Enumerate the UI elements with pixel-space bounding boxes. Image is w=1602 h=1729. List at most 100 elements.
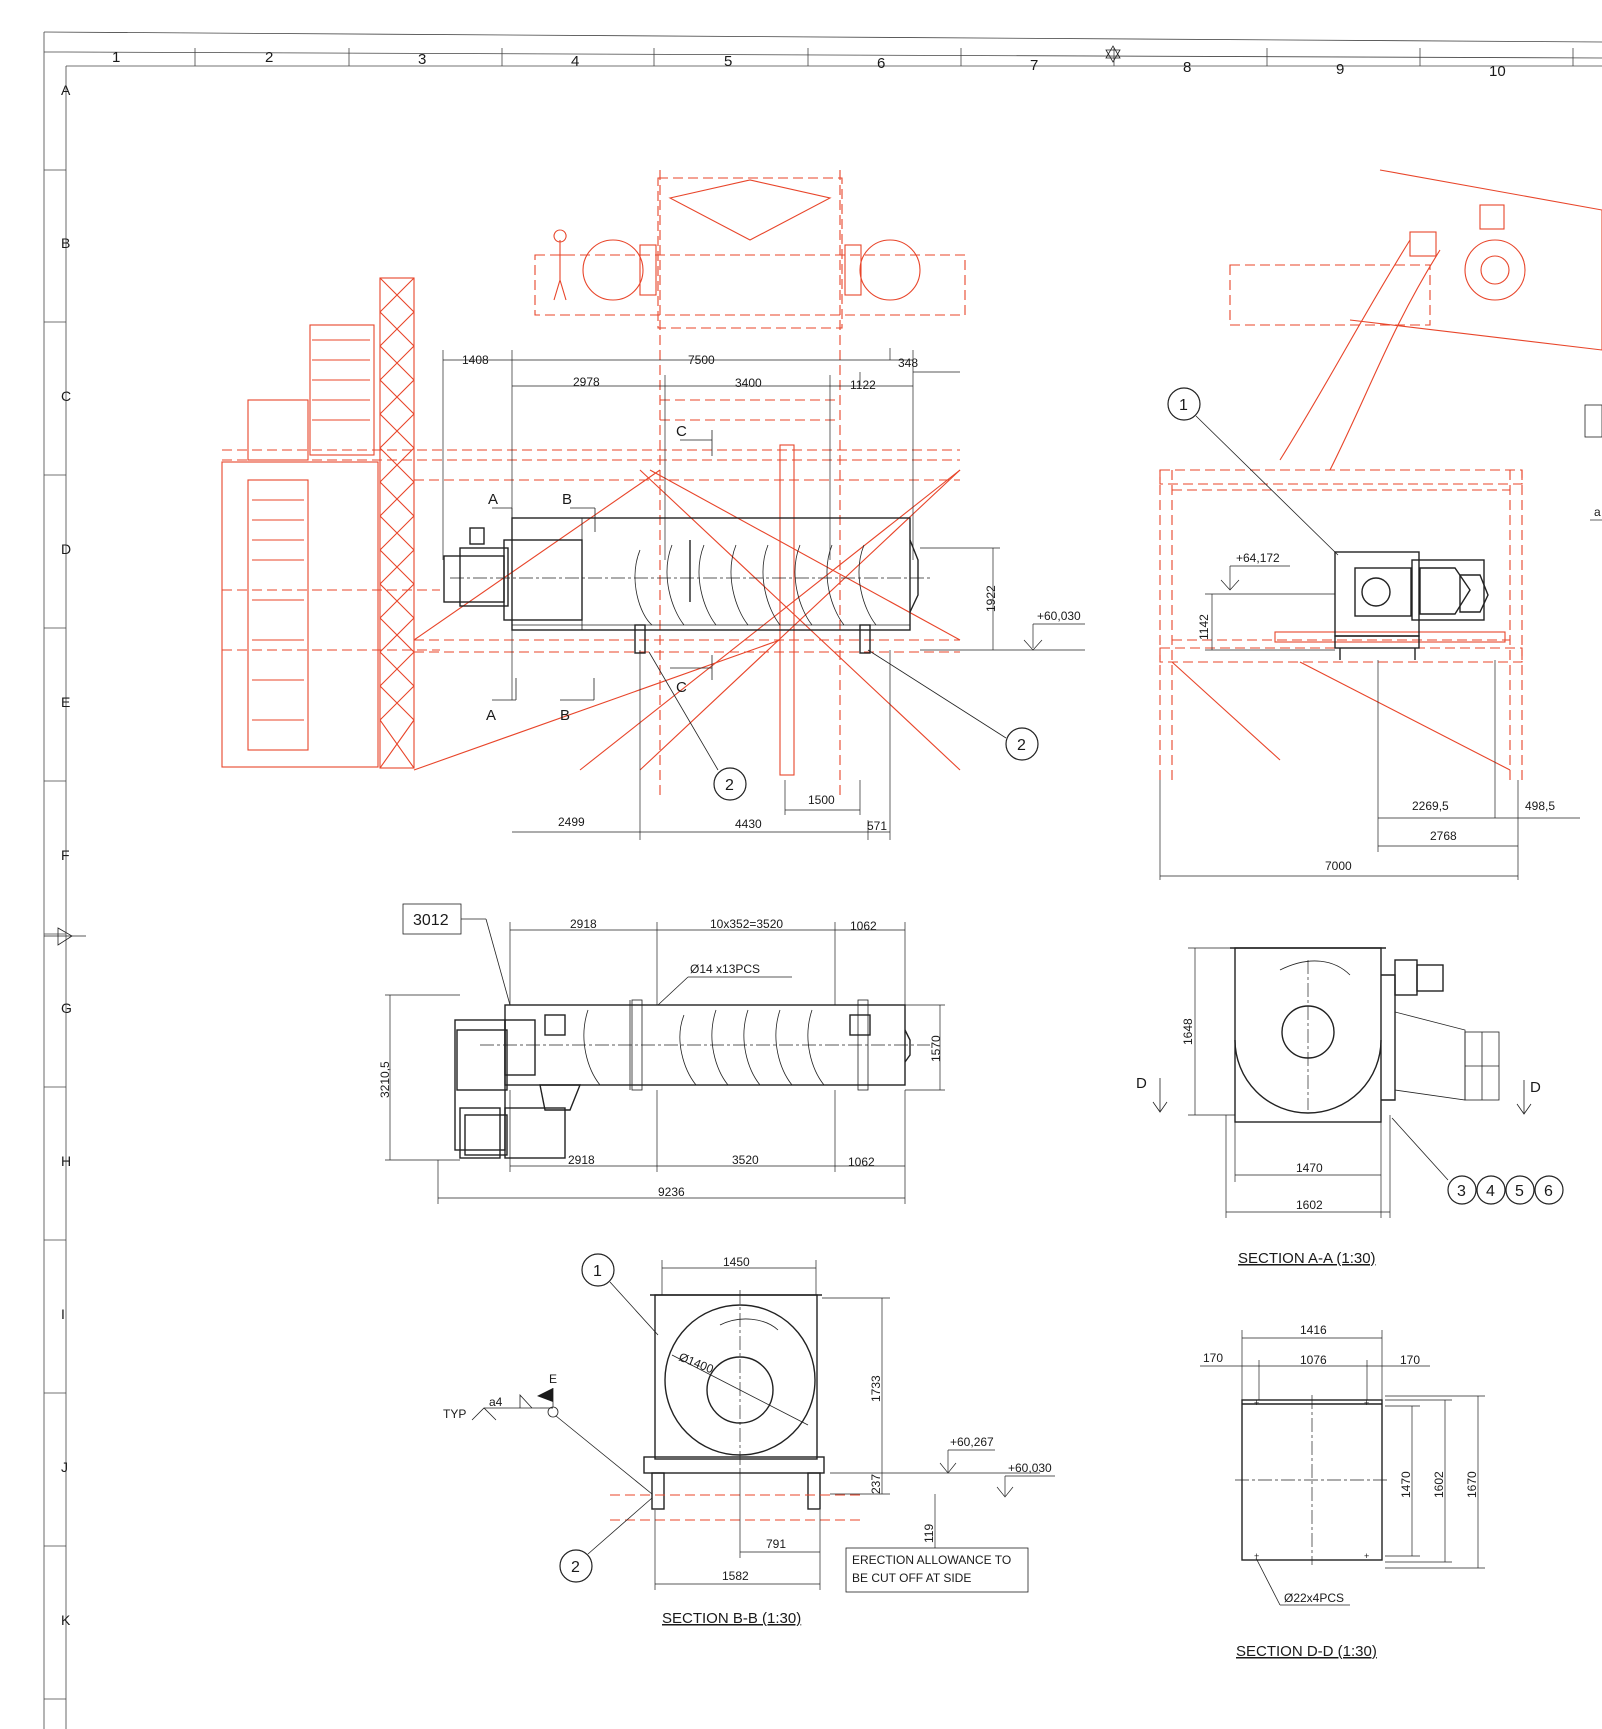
balloon-2-top-right: 2 <box>1017 737 1026 754</box>
tag-3012: 3012 <box>413 912 449 929</box>
dim-2269-5: 2269,5 <box>1412 799 1449 813</box>
dim-7000: 7000 <box>1325 859 1352 873</box>
balloon-5: 5 <box>1515 1183 1524 1200</box>
plan-view-annotations: 3012 2918 10x352=3520 1062 Ø14 x13PCS 32… <box>378 903 945 1204</box>
dim-1733: 1733 <box>869 1375 883 1402</box>
top-view-balloons: 2 2 <box>648 649 1039 801</box>
dim-1500: 1500 <box>808 793 835 807</box>
dim-2918-top: 2918 <box>570 917 597 931</box>
column-label: 1 <box>112 49 120 66</box>
top-view-dimensions <box>442 348 1085 840</box>
section-a-a-annotations: 1648 D D 1470 1602 3 4 5 6 SECTION A-A (… <box>1136 947 1564 1267</box>
dim-3210-5: 3210,5 <box>378 1061 392 1098</box>
column-label: 8 <box>1183 59 1191 76</box>
top-view-conveyor <box>443 517 930 654</box>
dim-7500: 7500 <box>688 353 715 367</box>
row-label: A <box>61 82 71 98</box>
dim-pitch: 10x352=3520 <box>710 917 783 931</box>
section-d-d-annotations: 1416 170 1076 170 1470 1602 1670 Ø22x4PC… <box>1200 1323 1485 1660</box>
column-labels: 1 2 3 4 5 6 7 8 9 10 <box>112 49 1506 80</box>
row-label: J <box>61 1459 68 1475</box>
sheet-frame <box>43 31 1602 1729</box>
section-mark-c-top: C <box>676 423 687 440</box>
dim-791: 791 <box>766 1537 786 1551</box>
plan-view-conveyor <box>454 999 930 1159</box>
dim-1582: 1582 <box>722 1569 749 1583</box>
balloon-2-top-left: 2 <box>725 777 734 794</box>
bolt-hole-mark: + <box>1364 1551 1369 1561</box>
row-label: K <box>61 1612 71 1628</box>
balloon-2-bb: 2 <box>571 1559 580 1576</box>
column-label: 6 <box>877 55 885 72</box>
row-label: C <box>61 388 71 404</box>
row-label: B <box>61 235 70 251</box>
column-label: 4 <box>571 53 579 70</box>
row-label: G <box>61 1000 72 1016</box>
dim-1076: 1076 <box>1300 1353 1327 1367</box>
row-label: E <box>61 694 70 710</box>
dim-3400: 3400 <box>735 376 762 390</box>
elevation-64172: +64,172 <box>1236 551 1280 565</box>
dim-1408: 1408 <box>462 353 489 367</box>
dim-1142: 1142 <box>1197 614 1211 640</box>
dim-498-5: 498,5 <box>1525 799 1555 813</box>
balloon-3: 3 <box>1457 1183 1466 1200</box>
row-label: H <box>61 1153 71 1169</box>
column-label: 3 <box>418 51 426 68</box>
erection-note-line1: ERECTION ALLOWANCE TO <box>852 1553 1011 1567</box>
column-label: 2 <box>265 49 273 66</box>
dim-2978: 2978 <box>573 375 600 389</box>
side-view-conveyor <box>1334 551 1489 660</box>
row-label: D <box>61 541 71 557</box>
hole-note-14: Ø14 x13PCS <box>690 962 760 976</box>
dim-1570: 1570 <box>929 1035 943 1062</box>
dim-1062-bottom: 1062 <box>848 1155 875 1169</box>
dim-348: 348 <box>898 356 918 370</box>
dim-4430: 4430 <box>735 817 762 831</box>
section-mark-a-top: A <box>488 491 498 508</box>
dim-2768: 2768 <box>1430 829 1457 843</box>
section-b-b-title: SECTION B-B (1:30) <box>662 1610 801 1627</box>
section-mark-c-bottom: C <box>676 679 687 696</box>
row-labels: A B C D E F G H I J K <box>61 82 72 1628</box>
dim-119: 119 <box>922 1524 936 1543</box>
section-a-a-drawing <box>1230 947 1500 1123</box>
balloon-6: 6 <box>1544 1183 1553 1200</box>
dim-1122: 1122 <box>850 378 876 392</box>
bolt-hole-mark: + <box>1364 1398 1369 1408</box>
weld-flag-e: E <box>549 1372 557 1386</box>
weld-typ: TYP <box>443 1407 466 1421</box>
elevation-60030-top: +60,030 <box>1037 609 1081 623</box>
section-mark-a-bottom: A <box>486 707 496 724</box>
section-mark-d-right: D <box>1530 1079 1541 1096</box>
dim-1062-top: 1062 <box>850 919 877 933</box>
dim-1922: 1922 <box>984 585 998 612</box>
balloon-1-side: 1 <box>1179 397 1188 414</box>
section-d-d-drawing: + + + + <box>1235 1395 1390 1565</box>
dim-1470-dd: 1470 <box>1399 1471 1413 1498</box>
dim-1416: 1416 <box>1300 1323 1327 1337</box>
section-mark-b-top: B <box>562 491 572 508</box>
dim-3520: 3520 <box>732 1153 759 1167</box>
section-mark-d-left: D <box>1136 1075 1147 1092</box>
section-a-a-title: SECTION A-A (1:30) <box>1238 1250 1376 1267</box>
dim-1450: 1450 <box>723 1255 750 1269</box>
dim-170-left: 170 <box>1203 1351 1223 1365</box>
section-d-d-title: SECTION D-D (1:30) <box>1236 1643 1377 1660</box>
partial-label-a: a <box>1594 505 1601 519</box>
column-label: 7 <box>1030 57 1038 74</box>
section-b-b-drawing <box>610 1290 860 1521</box>
weld-a4: a4 <box>489 1395 503 1409</box>
side-view-context-structure <box>1159 169 1602 780</box>
balloon-1-bb: 1 <box>593 1263 602 1280</box>
dia-1400: Ø1400 <box>677 1350 716 1377</box>
elevation-60267: +60,267 <box>950 1435 994 1449</box>
dim-2918-bottom: 2918 <box>568 1153 595 1167</box>
dim-1602-aa: 1602 <box>1296 1198 1323 1212</box>
dim-1602-dd: 1602 <box>1432 1471 1446 1498</box>
section-mark-b-bottom: B <box>560 707 570 724</box>
row-label: I <box>61 1306 65 1322</box>
dim-170-right: 170 <box>1400 1353 1420 1367</box>
balloon-4: 4 <box>1486 1183 1495 1200</box>
